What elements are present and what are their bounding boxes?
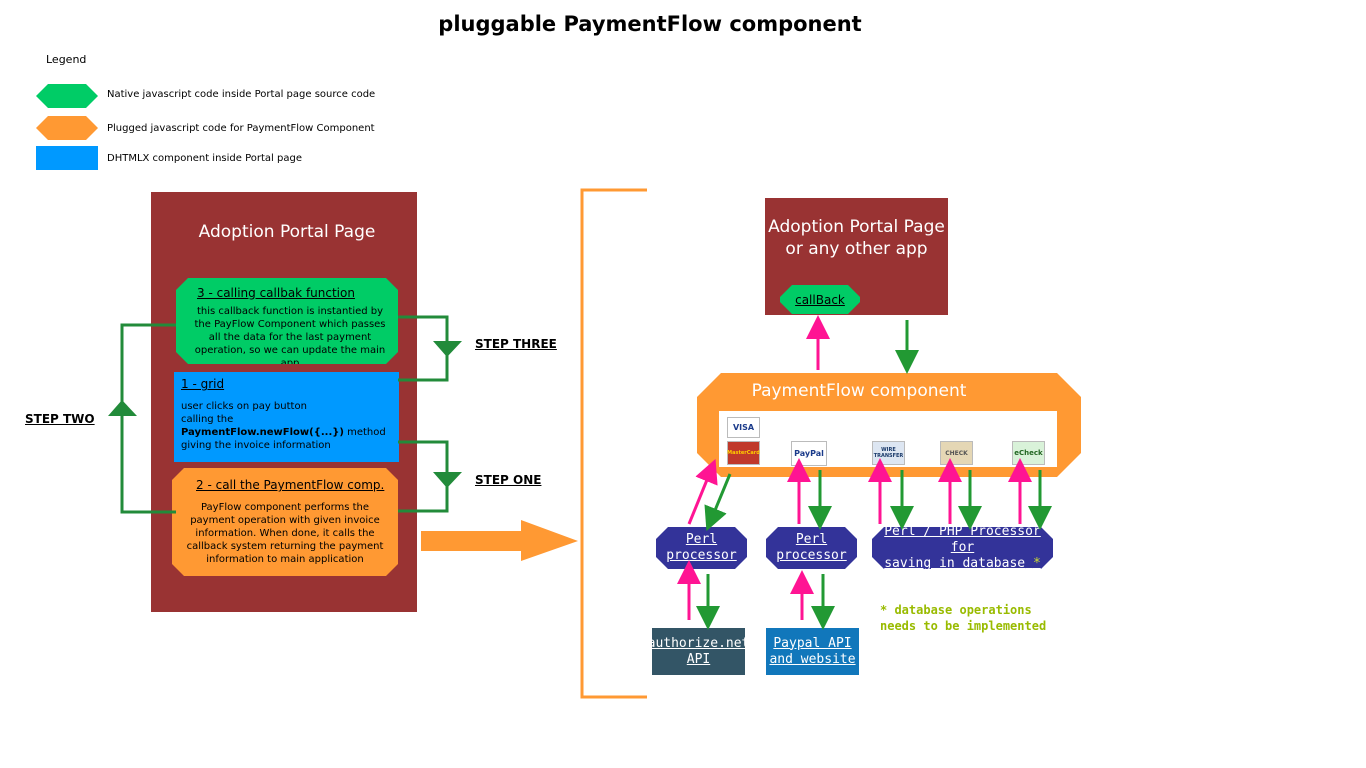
processor-line2: processor [776, 548, 847, 563]
perl-processor-paypal[interactable]: Perl processor [766, 527, 857, 569]
legend-label-plugged: Plugged javascript code for PaymentFlow … [107, 123, 375, 134]
database-note: * database operations needs to be implem… [880, 602, 1046, 634]
grid-box-heading: 1 - grid [181, 377, 225, 391]
callback-badge: callBack [780, 285, 860, 314]
api-line2: API [686, 651, 711, 667]
processor-line2: processor [666, 548, 737, 563]
up-arrow-icon [687, 458, 718, 525]
step-one-arrow-icon [433, 472, 462, 488]
paymentflow-title: PaymentFlow component [751, 381, 967, 401]
api-line2: and website [769, 651, 856, 667]
diagram-title: pluggable PaymentFlow component [438, 12, 862, 36]
grid-line2: calling the [181, 414, 234, 425]
step-flow-lines [120, 315, 449, 514]
grid-line3: giving the invoice information [181, 440, 331, 451]
paymentflow-box-body: PayFlow component performs the payment o… [186, 502, 384, 565]
perl-php-processor-database[interactable]: Perl / PHP Processor for saving in datab… [872, 527, 1053, 569]
down-arrow-icon [704, 473, 732, 532]
processor-line1: Perl [795, 532, 828, 547]
note-line1: * database operations [880, 603, 1032, 617]
call-paymentflow-box: 2 - call the PaymentFlow comp. PayFlow c… [172, 468, 398, 576]
paymentflow-box-heading: 2 - call the PaymentFlow comp. [196, 478, 385, 492]
visa-icon: VISA [727, 417, 760, 438]
callback-box-body: this callback function is instantied by … [194, 306, 386, 369]
perl-processor-authorize[interactable]: Perl processor [656, 527, 747, 569]
processor-star: * [1032, 556, 1041, 571]
legend-swatch-dhtmlx [36, 146, 98, 170]
step-three-arrow-icon [433, 341, 462, 357]
note-line2: needs to be implemented [880, 619, 1047, 633]
processor-line2: saving in database [884, 556, 1026, 571]
processor-line1: Perl [685, 532, 718, 547]
paypal-api-website[interactable]: Paypal API and website [766, 628, 859, 675]
big-orange-arrow-icon [421, 520, 578, 561]
api-line1: Paypal API [773, 635, 852, 651]
legend-title: Legend [46, 53, 87, 66]
legend-swatch-native [36, 84, 98, 108]
callback-box-heading: 3 - calling callbak function [197, 286, 355, 300]
callback-function-box: 3 - calling callbak function this callba… [176, 278, 398, 364]
api-line1: authorize.net [647, 635, 750, 651]
step-two-label: STEP TWO [25, 412, 95, 426]
right-portal-title-line2: or any other app [785, 239, 928, 259]
step-one-label: STEP ONE [475, 473, 542, 487]
left-portal-title: Adoption Portal Page [198, 222, 376, 242]
grid-box: 1 - grid user clicks on pay button calli… [174, 372, 399, 462]
grid-method-suffix: method [343, 427, 386, 438]
grid-method: PaymentFlow.newFlow({...}) [181, 427, 344, 438]
legend-label-dhtmlx: DHTMLX component inside Portal page [107, 153, 302, 164]
legend-swatch-plugged [36, 116, 98, 140]
right-portal-title-line1: Adoption Portal Page [768, 217, 945, 237]
step-three-label: STEP THREE [475, 337, 557, 351]
callback-badge-label: callBack [795, 292, 845, 307]
grid-line1: user clicks on pay button [181, 401, 307, 412]
orange-bracket [580, 188, 647, 699]
step-two-connector [120, 323, 176, 514]
authorize-net-api[interactable]: authorize.net API [648, 628, 749, 675]
processor-line1: Perl / PHP Processor for [884, 524, 1041, 555]
step-two-arrow-icon [108, 400, 137, 416]
legend-label-native: Native javascript code inside Portal pag… [107, 89, 376, 100]
mastercard-icon: MasterCard [727, 441, 760, 465]
